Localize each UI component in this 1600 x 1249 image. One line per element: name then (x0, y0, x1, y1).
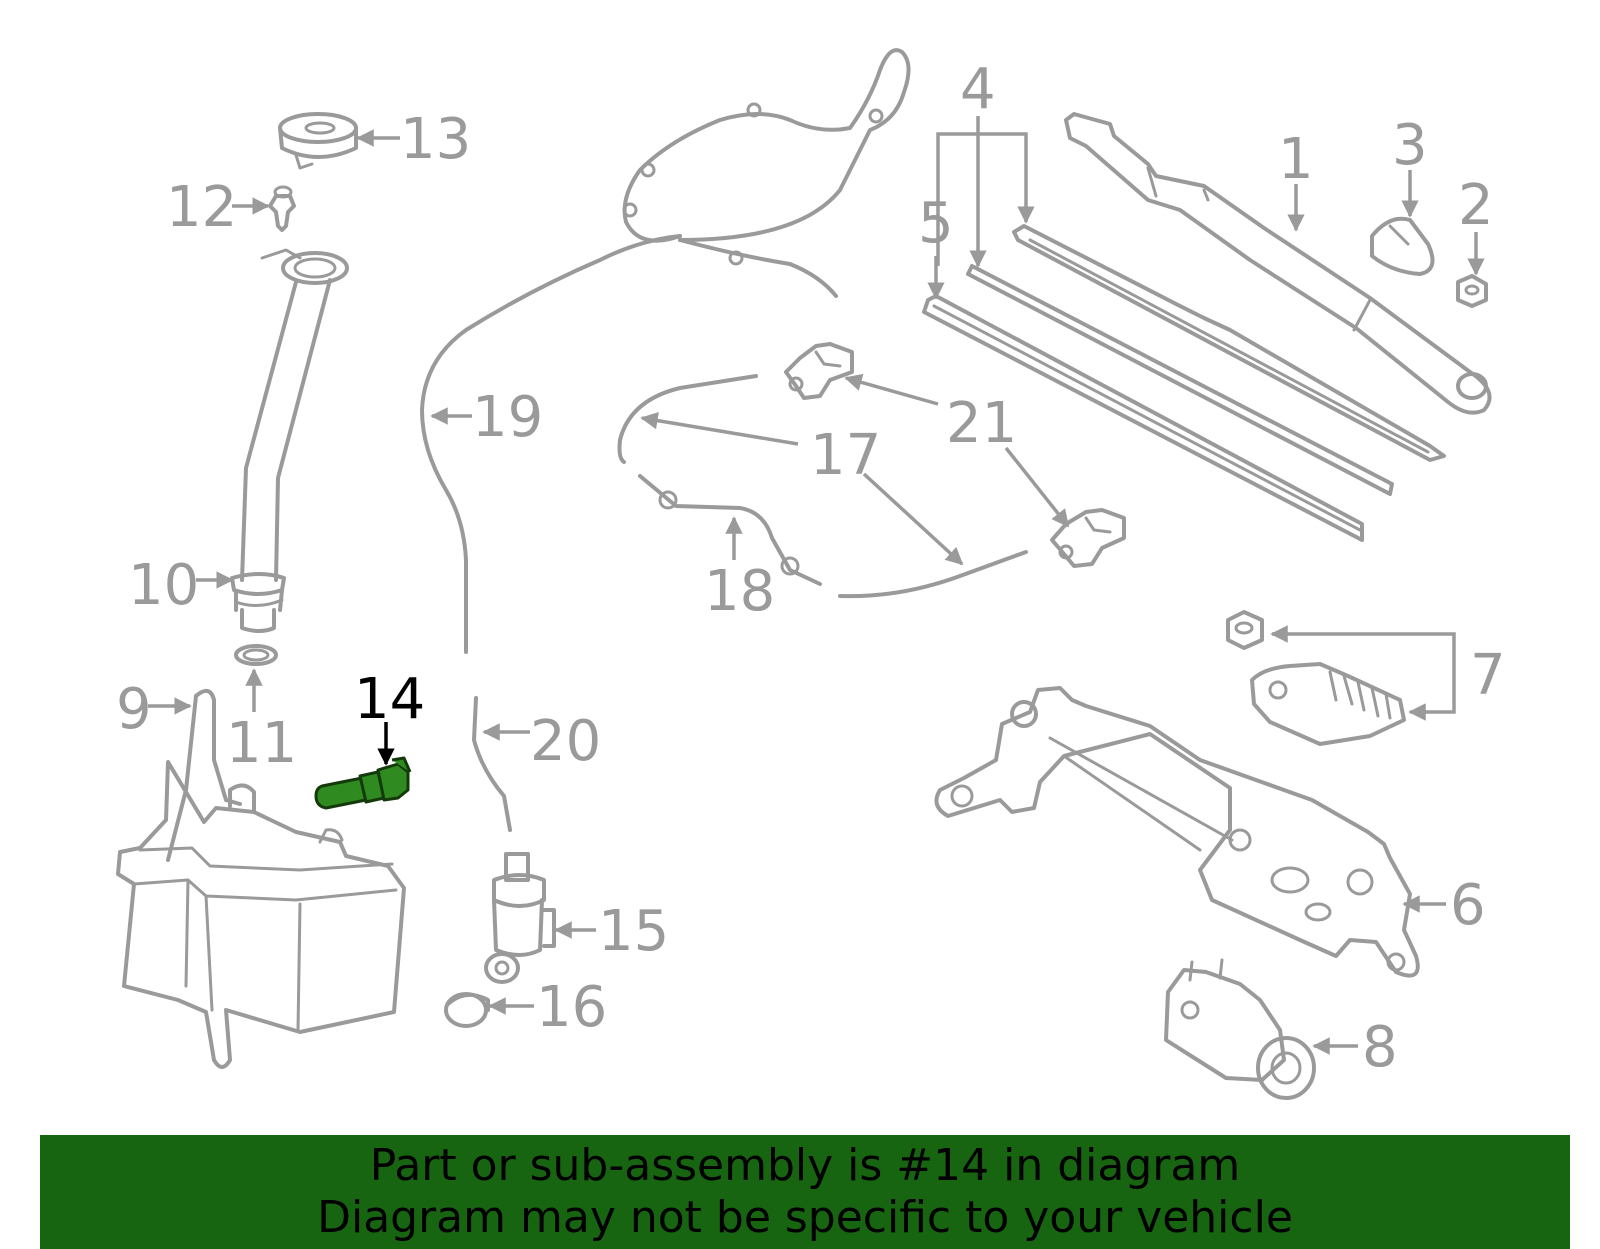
callout-20: 20 (530, 709, 601, 774)
part-20-hose-drawing (472, 696, 512, 832)
callout-17: 17 (810, 423, 881, 488)
part-1-wiper-arm-drawing (1064, 112, 1492, 415)
part-9-reservoir-drawing (116, 688, 406, 1069)
callout-14: 14 (354, 667, 425, 732)
callout-7: 7 (1470, 643, 1506, 708)
callout-3: 3 (1392, 113, 1428, 178)
part-3-cap-drawing (1370, 216, 1435, 276)
part-2-nut-drawing (1456, 274, 1488, 308)
callout-13: 13 (400, 107, 471, 172)
callout-4: 4 (960, 57, 996, 122)
part-11-oring-drawing (234, 644, 278, 666)
info-banner: Part or sub-assembly is #14 in diagram D… (40, 1135, 1570, 1249)
callout-15: 15 (598, 899, 669, 964)
callout-11: 11 (226, 711, 297, 776)
part-15-pump-drawing (484, 852, 556, 984)
callout-12: 12 (166, 175, 237, 240)
callout-2: 2 (1458, 173, 1494, 238)
part-17-hose-drawing (617, 374, 1028, 599)
part-16-grommet-drawing (444, 992, 490, 1028)
callout-5: 5 (918, 191, 954, 256)
callout-10: 10 (128, 553, 199, 618)
callout-16: 16 (536, 975, 607, 1040)
callout-6: 6 (1450, 873, 1486, 938)
leader-lines (148, 116, 1485, 1055)
part-7-bracket-drawing (1250, 662, 1406, 746)
part-7-nut-drawing (1226, 610, 1264, 650)
part-13-cap-drawing (278, 112, 358, 170)
part-21-nozzle-upper-drawing (784, 342, 854, 400)
callout-18: 18 (704, 559, 775, 624)
banner-line-part-number: Part or sub-assembly is #14 in diagram (369, 1140, 1241, 1191)
part-14-level-sensor-drawing (314, 756, 412, 810)
part-6-linkage-drawing (934, 686, 1420, 978)
callout-19: 19 (472, 385, 543, 450)
part-19-hose-drawing (420, 48, 911, 654)
callout-9: 9 (116, 677, 152, 742)
part-18-hose-drawing (638, 474, 822, 586)
part-12-clip-drawing (268, 185, 296, 232)
part-4-5-blades-drawing (922, 224, 1446, 542)
callout-21: 21 (946, 391, 1017, 456)
part-8-motor-drawing (1164, 958, 1316, 1100)
part-10-filler-neck-drawing (230, 248, 349, 633)
banner-line-disclaimer: Diagram may not be specific to your vehi… (317, 1192, 1293, 1243)
part-21-nozzle-lower-drawing (1050, 508, 1126, 568)
callout-8: 8 (1362, 1015, 1398, 1080)
callout-1: 1 (1278, 127, 1314, 192)
